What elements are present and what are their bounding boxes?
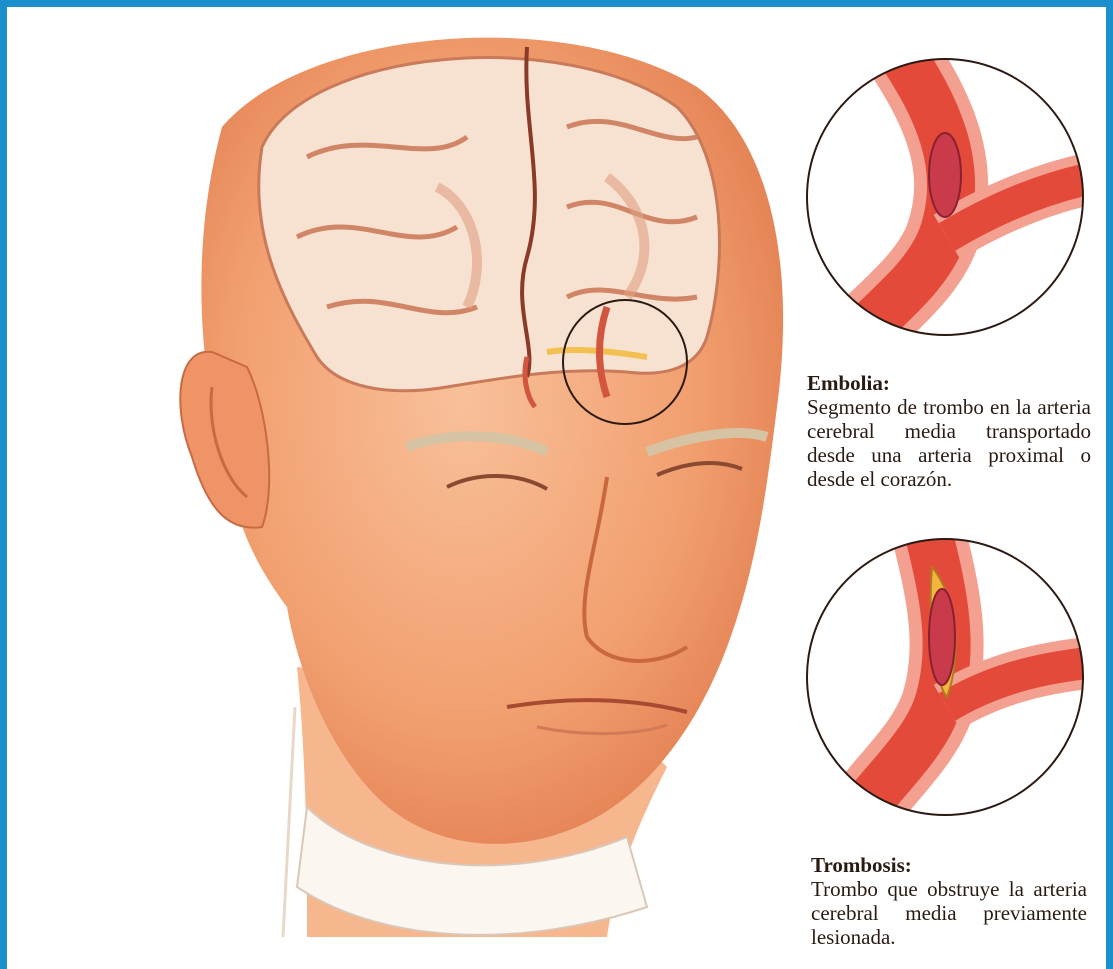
trombosis-vessel-zoom bbox=[807, 527, 1097, 817]
trombosis-title: Trombosis: bbox=[811, 853, 1087, 877]
embolia-vessel-zoom bbox=[807, 47, 1097, 347]
trombosis-description: Trombo que obstruye la arteria cerebral … bbox=[811, 877, 1087, 949]
embolia-title: Embolia: bbox=[807, 371, 1091, 395]
embolia-description: Segmento de trombo en la arteria cerebra… bbox=[807, 395, 1091, 491]
trombosis-caption: Trombosis: Trombo que obstruye la arteri… bbox=[811, 853, 1087, 949]
embolia-caption: Embolia: Segmento de trombo en la arteri… bbox=[807, 371, 1091, 491]
brain bbox=[259, 47, 720, 407]
